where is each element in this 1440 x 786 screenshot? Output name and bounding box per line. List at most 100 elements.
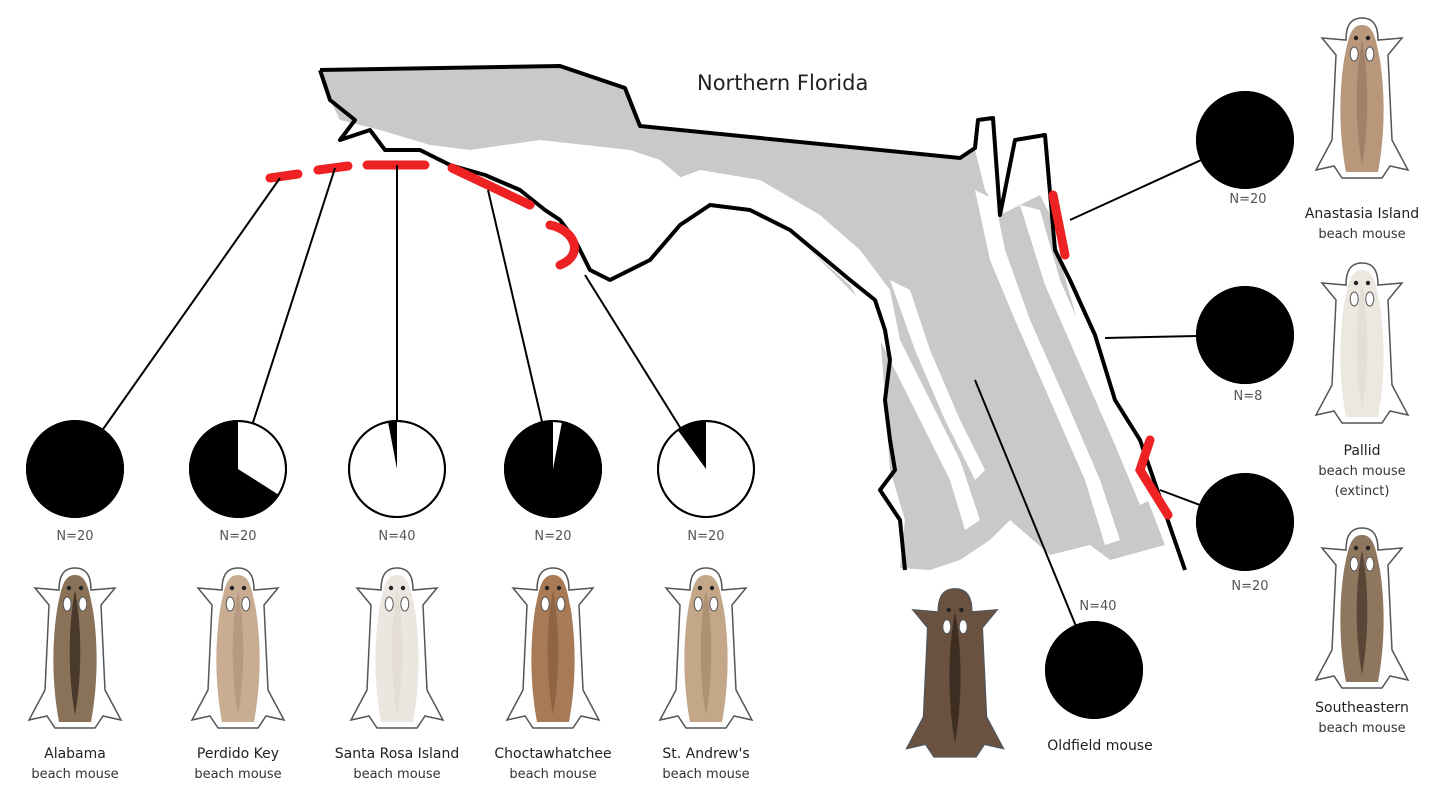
pie-chart-anastasia bbox=[1196, 91, 1294, 189]
pelt-eye bbox=[66, 585, 72, 591]
pie-chart-oldfield bbox=[1045, 621, 1143, 719]
pelt-eye bbox=[1365, 280, 1371, 286]
pelt-eye bbox=[959, 607, 964, 613]
pelt-eye bbox=[78, 585, 84, 591]
population-name: Alabama bbox=[44, 746, 106, 762]
pelt-eye bbox=[544, 585, 550, 591]
pie-charts bbox=[26, 91, 1294, 719]
connector-line bbox=[1104, 335, 1198, 339]
pelt-ear bbox=[1349, 291, 1359, 307]
pelt-eye bbox=[1365, 545, 1371, 551]
pelt-ear bbox=[1365, 291, 1375, 307]
connector-line bbox=[584, 274, 682, 429]
river-channel bbox=[1020, 205, 1150, 505]
mouse-pelt-southeastern bbox=[1314, 527, 1410, 689]
land-region bbox=[320, 68, 1165, 570]
pie-dark-slice bbox=[27, 421, 123, 517]
state-border bbox=[318, 64, 1187, 571]
pelt-eye bbox=[241, 585, 247, 591]
pie-chart-alabama bbox=[26, 420, 124, 518]
mouse-pelt-anastasia bbox=[1314, 17, 1410, 179]
pelt-ear bbox=[556, 596, 566, 612]
population-subtitle: beach mouse bbox=[662, 767, 749, 782]
connector-line bbox=[1159, 489, 1201, 507]
sample-site-marker bbox=[447, 163, 535, 210]
population-name: Choctawhatchee bbox=[494, 746, 611, 762]
pie-outline bbox=[1196, 91, 1294, 189]
river-channel bbox=[975, 190, 1120, 545]
sample-size-label: N=20 bbox=[687, 529, 724, 544]
pelt-ear bbox=[693, 596, 703, 612]
mouse-pelt-oldfield bbox=[905, 588, 1005, 758]
river-channel bbox=[660, 170, 980, 530]
mouse-pelt-perdido bbox=[190, 567, 286, 729]
mouse-illustrations bbox=[27, 17, 1410, 758]
pelt-dorsal-stripe bbox=[1356, 285, 1368, 410]
pelt-dorsal-stripe bbox=[1356, 550, 1368, 675]
population-name: Oldfield mouse bbox=[1047, 738, 1152, 754]
pelt-eye bbox=[697, 585, 703, 591]
sample-size-label: N=40 bbox=[378, 529, 415, 544]
pie-chart-choctaw bbox=[504, 420, 602, 518]
population-name: St. Andrew's bbox=[662, 746, 749, 762]
pie-outline bbox=[26, 420, 124, 518]
pelt-ear bbox=[1365, 46, 1375, 62]
pelt-eye bbox=[400, 585, 406, 591]
population-name: Pallid bbox=[1344, 443, 1381, 459]
pie-dark-slice bbox=[677, 421, 706, 469]
pie-outline bbox=[1196, 286, 1294, 384]
pie-dark-slice bbox=[1197, 474, 1293, 570]
connector-line bbox=[251, 167, 336, 424]
pelt-ear bbox=[942, 619, 952, 635]
pie-outline bbox=[657, 420, 755, 518]
population-name: Southeastern bbox=[1315, 700, 1409, 716]
pie-dark-slice bbox=[1197, 287, 1293, 383]
connector-line bbox=[974, 379, 1077, 626]
pelt-dorsal-stripe bbox=[949, 612, 961, 744]
pie-chart-perdido bbox=[189, 420, 287, 518]
mouse-pelt-santarosa bbox=[349, 567, 445, 729]
pelt-eye bbox=[556, 585, 562, 591]
sample-size-label: N=8 bbox=[1234, 389, 1263, 404]
connector-lines bbox=[101, 159, 1202, 626]
pie-dark-slice bbox=[1046, 622, 1142, 718]
sample-size-label: N=20 bbox=[1231, 579, 1268, 594]
pelt-eye bbox=[946, 607, 951, 613]
pelt-dorsal-stripe bbox=[232, 590, 244, 715]
population-subtitle: beach mouse bbox=[353, 767, 440, 782]
pelt-eye bbox=[1365, 35, 1371, 41]
population-subtitle: beach mouse bbox=[1318, 464, 1405, 479]
pie-dark-slice bbox=[388, 421, 397, 469]
population-subtitle: beach mouse bbox=[509, 767, 596, 782]
sample-site-marker bbox=[1048, 190, 1070, 260]
pie-chart-santarosa bbox=[348, 420, 446, 518]
pelt-eye bbox=[1353, 280, 1359, 286]
pelt-dorsal-stripe bbox=[391, 590, 403, 715]
sample-size-label: N=20 bbox=[219, 529, 256, 544]
pie-dark-slice bbox=[1197, 92, 1293, 188]
pelt-dorsal-stripe bbox=[69, 590, 81, 715]
pie-outline bbox=[348, 420, 446, 518]
pelt-ear bbox=[1349, 556, 1359, 572]
sample-site-marker bbox=[313, 161, 353, 175]
pie-chart-southeastern bbox=[1196, 473, 1294, 571]
sample-size-label: N=40 bbox=[1079, 599, 1116, 614]
population-name: Perdido Key bbox=[197, 746, 279, 762]
population-subtitle: beach mouse bbox=[1318, 227, 1405, 242]
pelt-ear bbox=[225, 596, 235, 612]
pelt-ear bbox=[709, 596, 719, 612]
population-subtitle: beach mouse bbox=[31, 767, 118, 782]
pelt-dorsal-stripe bbox=[700, 590, 712, 715]
pie-dark-slice bbox=[505, 421, 602, 518]
population-name: Anastasia Island bbox=[1305, 206, 1419, 222]
florida-map bbox=[318, 64, 1187, 571]
connector-line bbox=[487, 189, 544, 423]
population-name: Santa Rosa Island bbox=[335, 746, 460, 762]
pie-dark-slice bbox=[190, 421, 279, 518]
pie-outline bbox=[504, 420, 602, 518]
pelt-ear bbox=[78, 596, 88, 612]
sample-size-label: N=20 bbox=[534, 529, 571, 544]
pelt-eye bbox=[229, 585, 235, 591]
sample-site-marker bbox=[265, 169, 303, 183]
